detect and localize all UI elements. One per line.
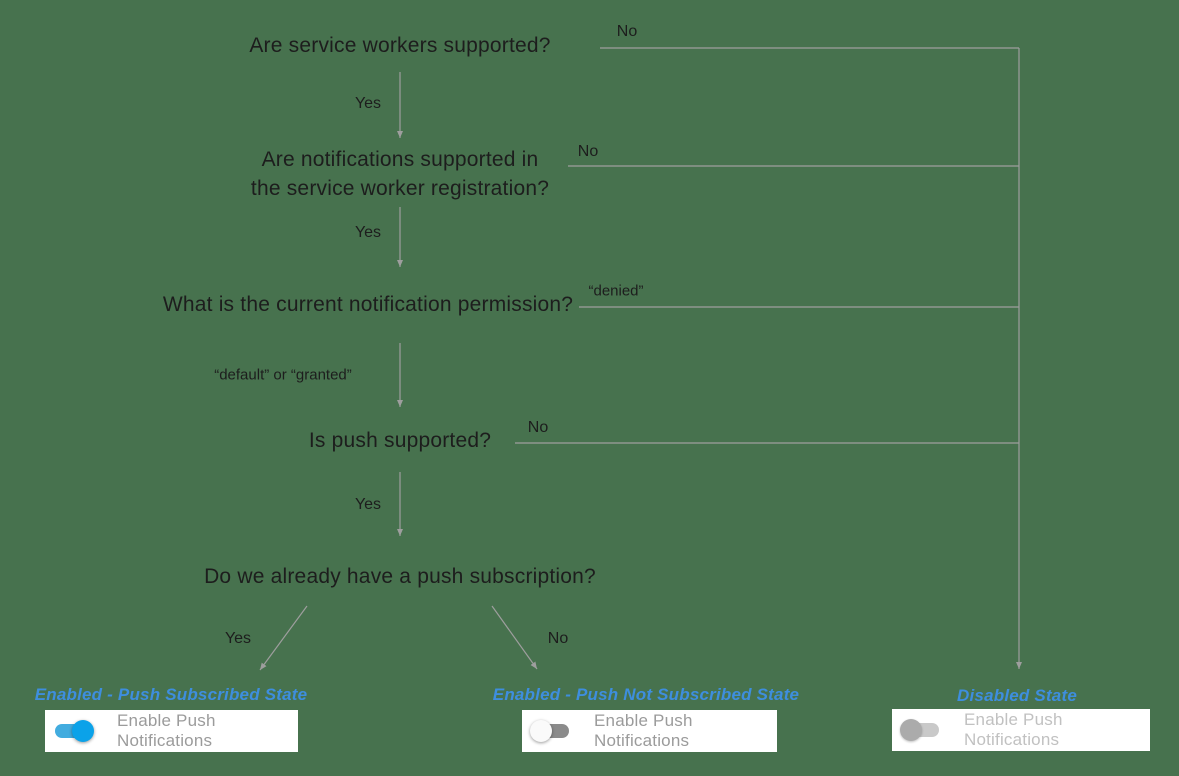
- question-line-2: the service worker registration?: [250, 177, 550, 200]
- edge-label-q5-yes: Yes: [224, 630, 252, 647]
- state-label-enabled-not-subscribed: Enabled - Push Not Subscribed State: [492, 685, 800, 704]
- edge-label-q3-default-granted: “default” or “granted”: [214, 366, 352, 384]
- toggle-knob: [72, 720, 94, 742]
- edge-label-q2-yes: Yes: [354, 224, 382, 241]
- edge-label-q4-no: No: [527, 419, 549, 436]
- toggle-knob: [530, 720, 552, 742]
- toggle-label: Enable Push Notifications: [117, 711, 216, 750]
- edge-label-q1-yes: Yes: [354, 95, 382, 112]
- push-toggle-switch-on[interactable]: [55, 720, 94, 742]
- edge-q5-yes: [259, 605, 308, 671]
- edge-label-q4-yes: Yes: [354, 496, 382, 513]
- question-line-1: Are notifications supported in: [261, 148, 539, 171]
- question-notifications-supported: Are notifications supported in the servi…: [251, 145, 549, 203]
- push-toggle-card-not-subscribed: Enable Push Notifications: [522, 710, 777, 752]
- edge-q5-no: [491, 605, 538, 670]
- push-toggle-switch-disabled: [900, 719, 939, 741]
- question-existing-push-subscription: Do we already have a push subscription?: [204, 565, 596, 588]
- push-toggle-card-disabled: Enable Push Notifications: [892, 709, 1150, 751]
- push-toggle-card-subscribed: Enable Push Notifications: [45, 710, 298, 752]
- toggle-knob: [900, 719, 922, 741]
- toggle-label: Enable Push Notifications: [594, 711, 693, 750]
- edge-label-q2-no: No: [577, 143, 599, 160]
- toggle-label: Enable Push Notifications: [964, 710, 1063, 749]
- state-label-disabled: Disabled State: [957, 686, 1077, 705]
- edge-label-q1-no: No: [616, 23, 638, 40]
- question-service-workers-supported: Are service workers supported?: [249, 34, 551, 57]
- push-toggle-switch-off[interactable]: [530, 720, 569, 742]
- edge-label-q3-denied: “denied”: [588, 282, 644, 300]
- question-push-supported: Is push supported?: [308, 429, 492, 452]
- state-label-enabled-subscribed: Enabled - Push Subscribed State: [34, 685, 308, 704]
- edge-label-q5-no: No: [547, 630, 569, 647]
- question-notification-permission: What is the current notification permiss…: [162, 293, 574, 316]
